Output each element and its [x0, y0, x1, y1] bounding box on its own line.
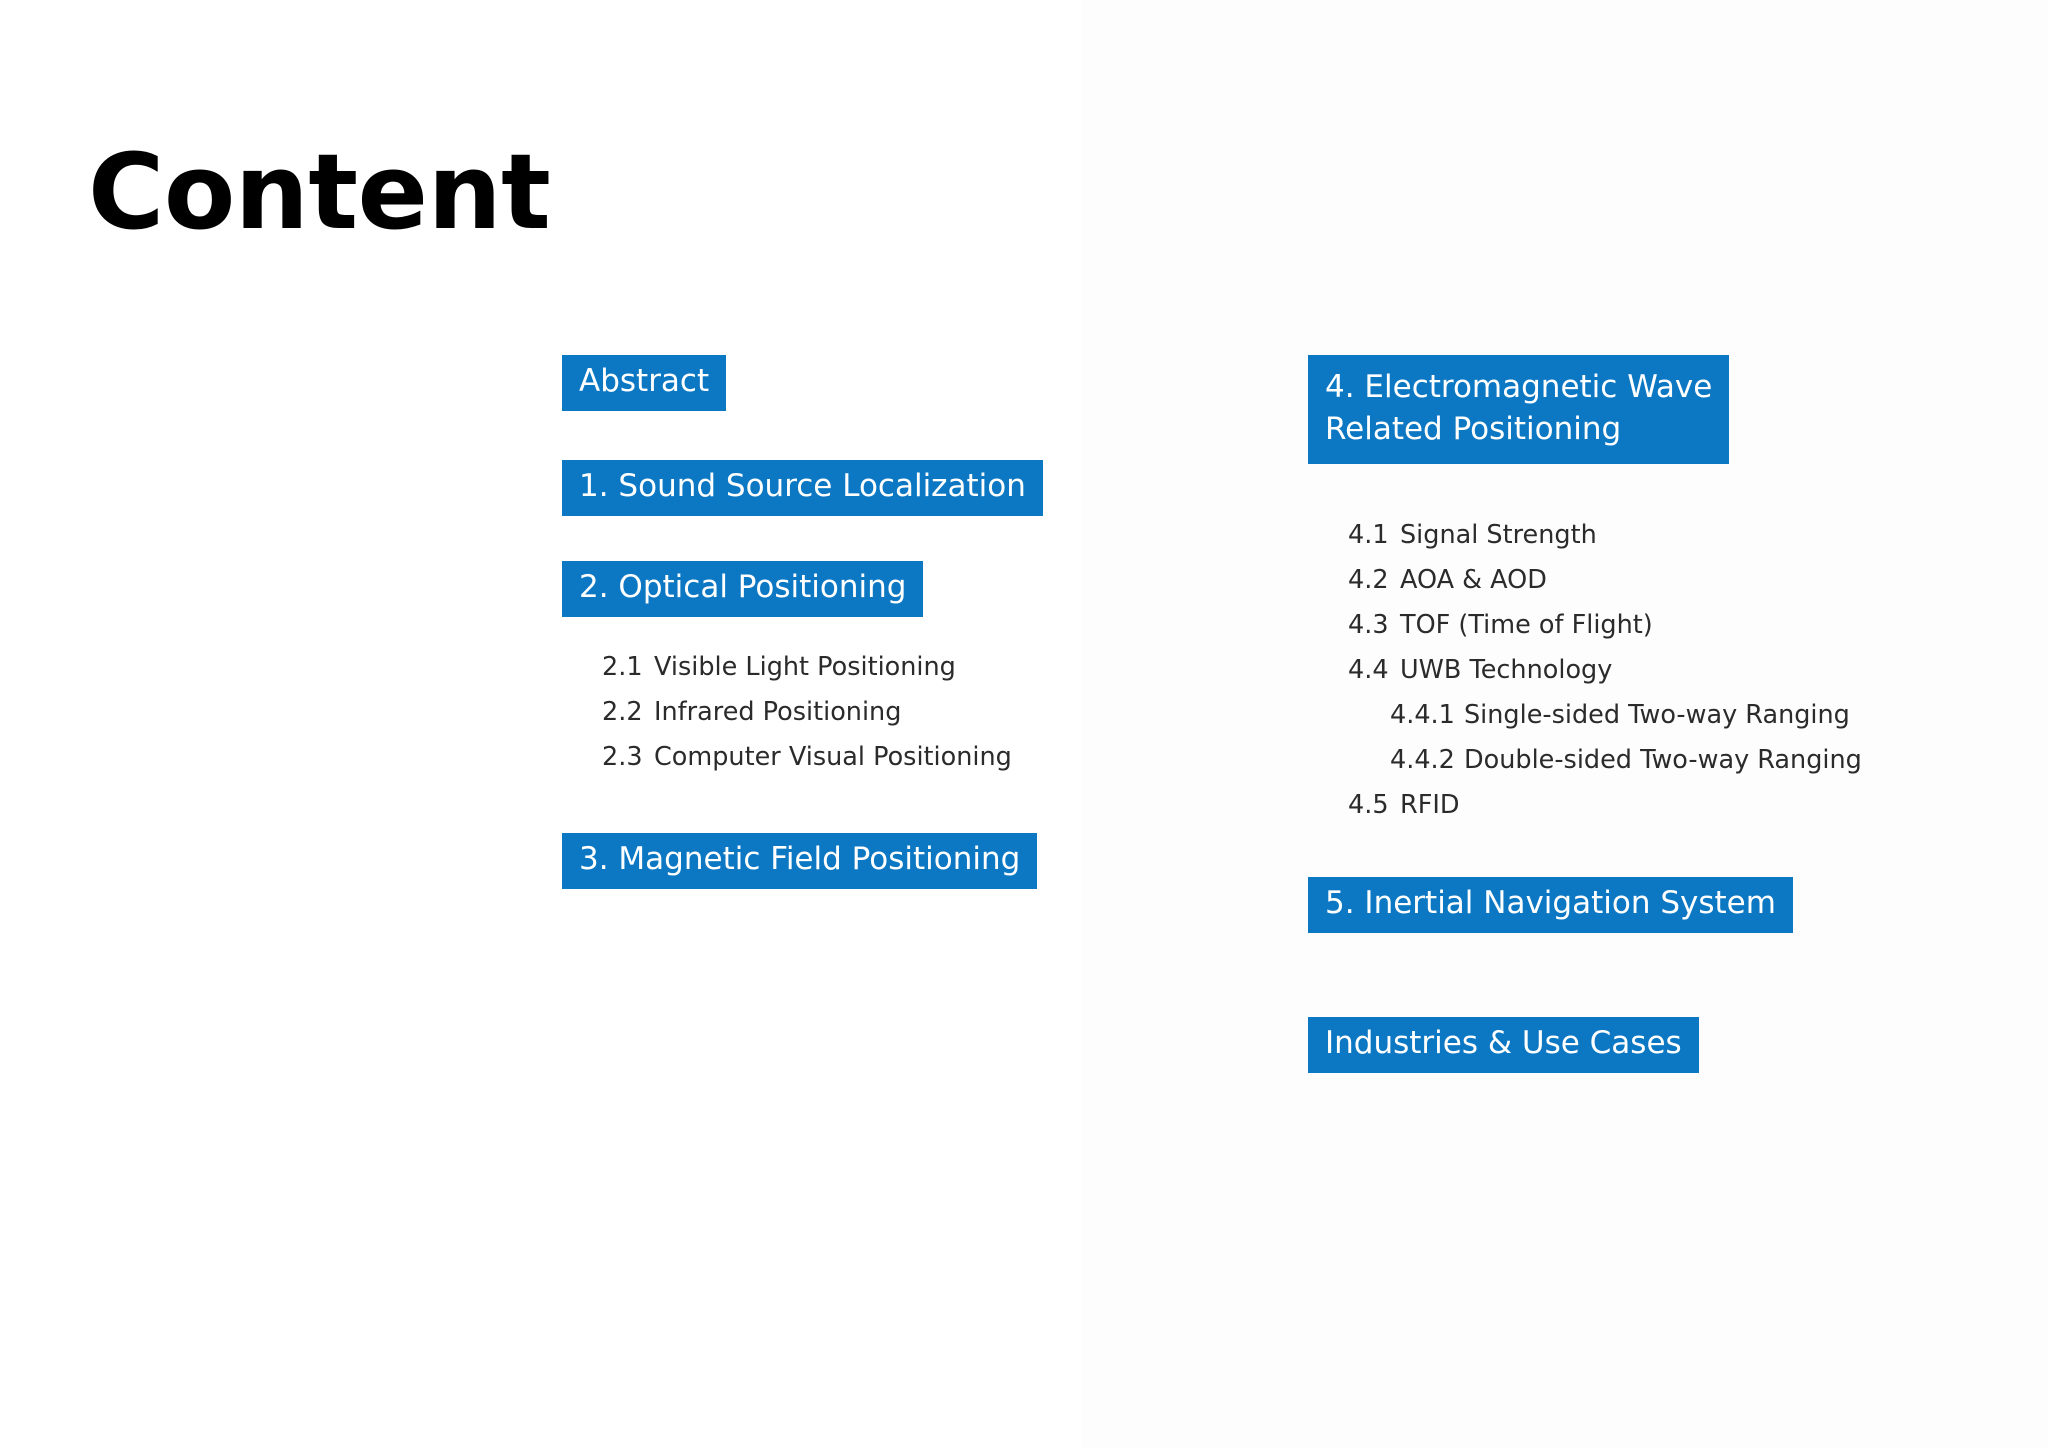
toc-subitem-number: 4.4.1: [1390, 700, 1455, 730]
toc-subitem-label: TOF (Time of Flight): [1400, 610, 1653, 640]
toc-subitem-2-3-computer-visual-positioning[interactable]: 2.3 Computer Visual Positioning: [562, 735, 1012, 780]
toc-subitem-4-3-tof-time-of-flight[interactable]: 4.3 TOF (Time of Flight): [1308, 603, 1862, 648]
toc-subitem-2-2-infrared-positioning[interactable]: 2.2 Infrared Positioning: [562, 690, 1012, 735]
toc-subitem-4-4-1-single-sided-two-way-ranging[interactable]: 4.4.1 Single-sided Two-way Ranging: [1308, 693, 1862, 738]
toc-subitem-4-5-rfid[interactable]: 4.5 RFID: [1308, 783, 1862, 828]
toc-subitem-4-4-2-double-sided-two-way-ranging[interactable]: 4.4.2 Double-sided Two-way Ranging: [1308, 738, 1862, 783]
toc-subitem-label: UWB Technology: [1400, 655, 1613, 685]
toc-subitem-number: 4.3: [1348, 610, 1389, 640]
toc-chip-row: Industries & Use Cases: [1308, 1017, 1699, 1073]
toc-sublist: 4.1 Signal Strength 4.2 AOA & AOD 4.3 TOF (Ti…: [1308, 513, 1862, 828]
page-title: Content: [88, 130, 551, 253]
toc-section-abstract[interactable]: Abstract: [562, 355, 727, 411]
toc-subitem-number: 4.2: [1348, 565, 1389, 595]
toc-sublist: 2.1 Visible Light Positioning 2.2 Infrared …: [562, 645, 1012, 780]
toc-section-industries-use-cases[interactable]: Industries & Use Cases: [1308, 1017, 1699, 1073]
toc-section-4-electromagnetic-wave-related-positioning[interactable]: 4. Electromagnetic Wave Related Position…: [1308, 355, 1730, 465]
toc-subitem-label: RFID: [1400, 790, 1460, 820]
toc-chip-row: 2. Optical Positioning: [562, 561, 924, 617]
toc-section-2-optical-positioning[interactable]: 2. Optical Positioning: [562, 561, 924, 617]
toc-subitem-4-2-aoa-aod[interactable]: 4.2 AOA & AOD: [1308, 558, 1862, 603]
toc-subitem-number: 2.3: [602, 742, 643, 772]
toc-section-3-magnetic-field-positioning[interactable]: 3. Magnetic Field Positioning: [562, 833, 1038, 889]
toc-subitem-label: Computer Visual Positioning: [654, 742, 1012, 772]
toc-subitem-number: 2.2: [602, 697, 643, 727]
toc-chip-row: Abstract: [562, 355, 727, 411]
toc-subitem-label: Infrared Positioning: [654, 697, 902, 727]
toc-chip-row: 1. Sound Source Localization: [562, 460, 1043, 516]
toc-subitem-number: 4.4: [1348, 655, 1389, 685]
toc-chip-row: 3. Magnetic Field Positioning: [562, 833, 1038, 889]
toc-subitem-4-1-signal-strength[interactable]: 4.1 Signal Strength: [1308, 513, 1862, 558]
toc-subitem-number: 4.4.2: [1390, 745, 1455, 775]
toc-subitem-label: Signal Strength: [1400, 520, 1597, 550]
toc-subitem-number: 4.5: [1348, 790, 1389, 820]
toc-chip-row: 4. Electromagnetic Wave Related Position…: [1308, 355, 1730, 465]
toc-section-1-sound-source-localization[interactable]: 1. Sound Source Localization: [562, 460, 1043, 516]
toc-subitem-label: Visible Light Positioning: [654, 652, 956, 682]
toc-subitem-number: 4.1: [1348, 520, 1389, 550]
toc-subitem-label: Double-sided Two-way Ranging: [1464, 745, 1862, 775]
toc-subitem-2-1-visible-light-positioning[interactable]: 2.1 Visible Light Positioning: [562, 645, 1012, 690]
toc-section-5-inertial-navigation-system[interactable]: 5. Inertial Navigation System: [1308, 877, 1793, 933]
toc-subitem-number: 2.1: [602, 652, 643, 682]
toc-subitem-label: AOA & AOD: [1400, 565, 1547, 595]
toc-subitem-4-4-uwb-technology[interactable]: 4.4 UWB Technology: [1308, 648, 1862, 693]
toc-subitem-label: Single-sided Two-way Ranging: [1464, 700, 1850, 730]
toc-chip-row: 5. Inertial Navigation System: [1308, 877, 1793, 933]
